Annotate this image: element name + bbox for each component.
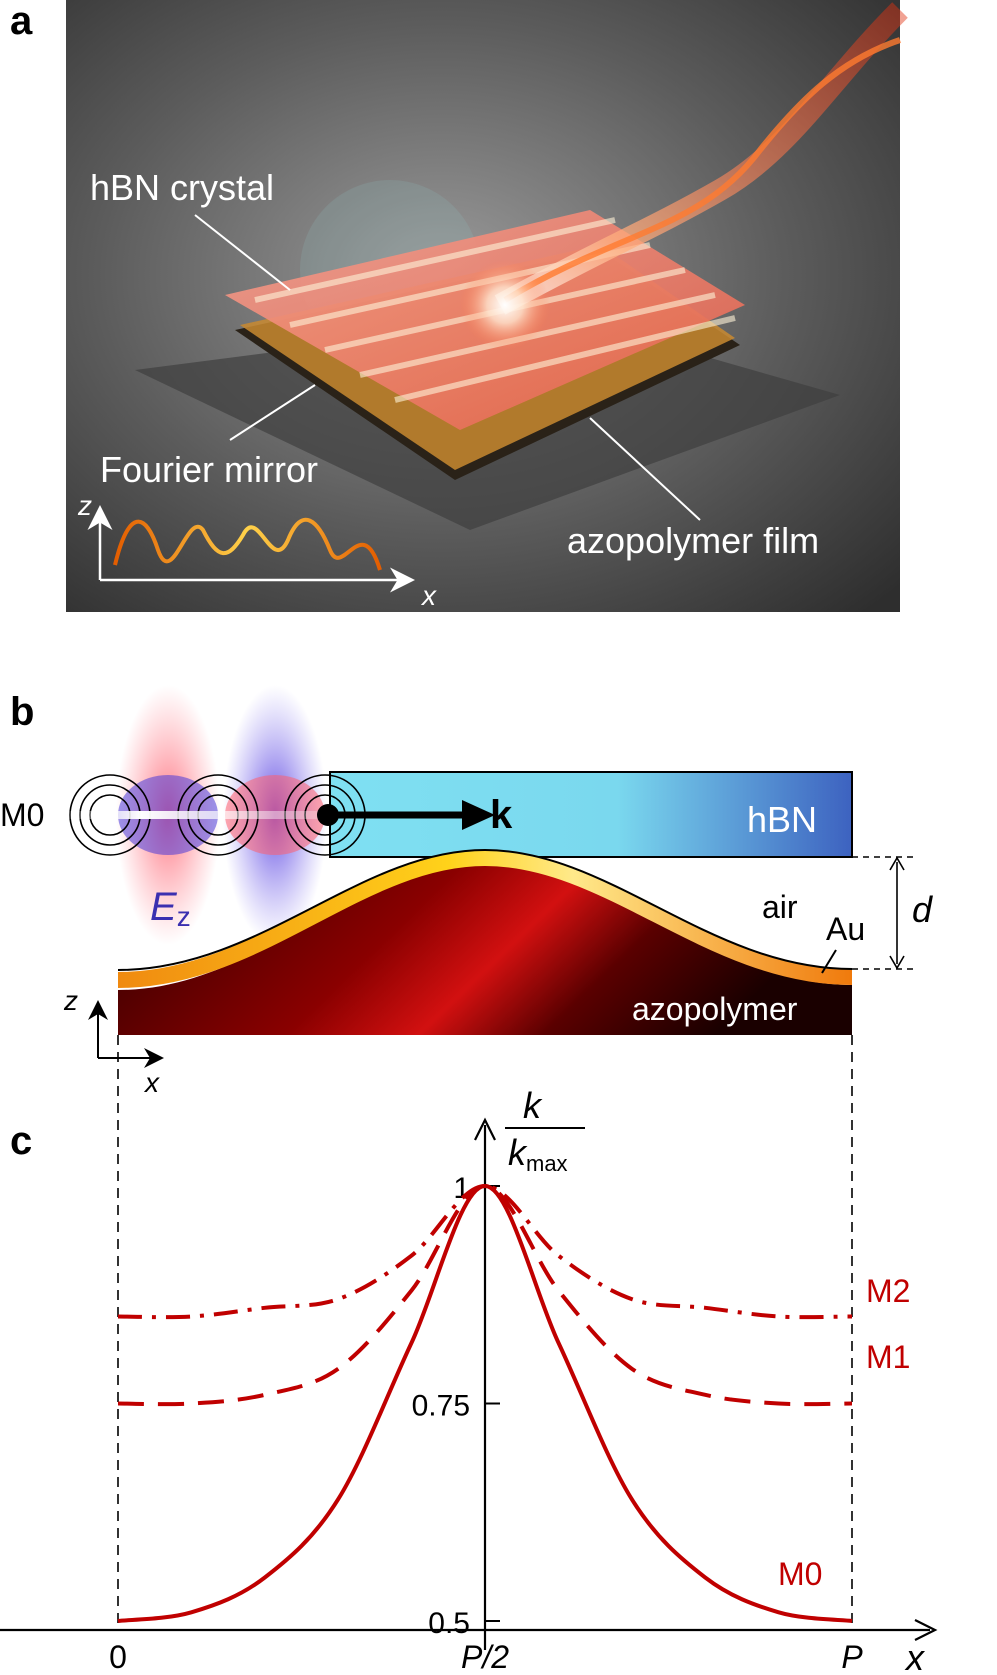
azopolymer-film-label: azopolymer film xyxy=(567,520,819,561)
x-tick-label: P xyxy=(841,1639,863,1675)
x-tick-label: 0 xyxy=(109,1639,127,1675)
series-line-m2 xyxy=(117,1183,853,1320)
au-top-edge xyxy=(117,848,853,971)
y-tick-label: 0.5 xyxy=(428,1607,470,1640)
y-label-numerator: k xyxy=(523,1085,543,1126)
mode-line xyxy=(60,811,330,819)
x-axis-label: x xyxy=(904,1637,926,1675)
panel-c-label: c xyxy=(10,1119,32,1163)
panel-b-x-label: x xyxy=(143,1067,160,1098)
panel-b: b hBN M0 k Ez azopolymer air Au xyxy=(0,685,933,1098)
panel-b-z-label: z xyxy=(63,985,78,1016)
panel-b-axes: z x xyxy=(63,985,164,1098)
panel-b-label: b xyxy=(10,690,34,734)
sine-wave xyxy=(113,517,382,571)
inset-z-label: z xyxy=(77,490,92,521)
azopolymer-block xyxy=(118,858,852,1035)
y-tick-label: 0.75 xyxy=(412,1390,470,1423)
au-layer xyxy=(117,849,853,988)
ez-label: Ez xyxy=(150,885,191,932)
laser-beam-core xyxy=(503,37,901,303)
series-label-m2: M2 xyxy=(866,1273,910,1309)
panel-c-series: M0 M1 M2 xyxy=(117,1183,910,1623)
d-label: d xyxy=(912,889,933,930)
series-line-m1 xyxy=(117,1183,853,1407)
panel-a-label: a xyxy=(10,0,33,43)
panel-a: a hBN crystal Fourier mirror azopolym xyxy=(10,0,908,612)
y-label-denominator: kmax xyxy=(508,1132,568,1176)
callout-lines xyxy=(194,214,701,521)
k-label: k xyxy=(490,793,513,837)
hbn-crystal-label: hBN crystal xyxy=(90,167,274,208)
au-pointer xyxy=(821,949,837,974)
k-arrowhead xyxy=(462,800,495,830)
hbn-label: hBN xyxy=(747,799,817,840)
d-dimension xyxy=(852,856,915,970)
series-label-m0: M0 xyxy=(778,1556,822,1592)
air-label: air xyxy=(762,889,798,925)
laser-spot xyxy=(460,260,550,350)
inset-x-label: x xyxy=(420,580,437,611)
series-label-m1: M1 xyxy=(866,1339,910,1375)
inset-axes: z x xyxy=(77,490,437,611)
mode-label-m0: M0 xyxy=(0,797,44,833)
y-axis-arrow xyxy=(474,1117,496,1141)
fourier-mirror-label: Fourier mirror xyxy=(100,449,318,490)
au-label: Au xyxy=(826,911,865,947)
azopolymer-label: azopolymer xyxy=(632,991,798,1027)
x-tick-label: P/2 xyxy=(461,1639,509,1675)
x-axis-arrow xyxy=(914,1619,938,1641)
